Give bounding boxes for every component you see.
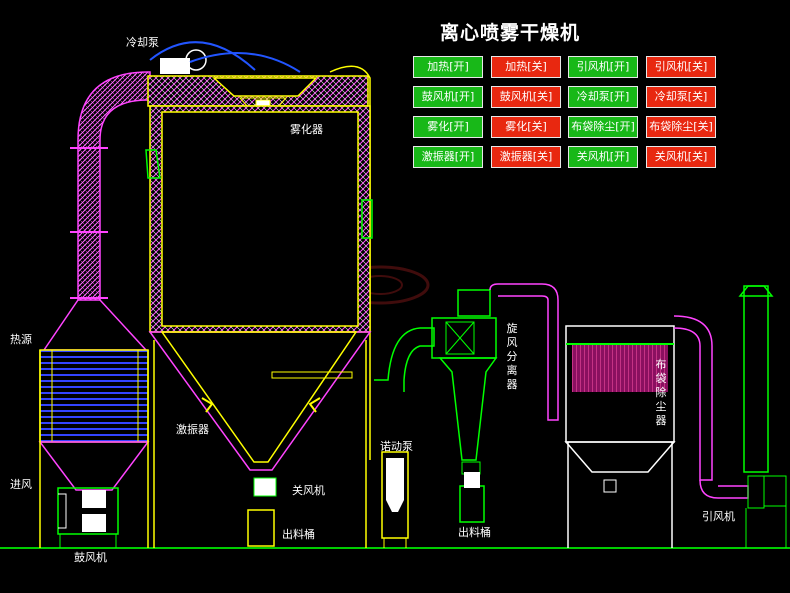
discharge-bucket-label: 出料桶 [282, 528, 315, 541]
blower-on-button[interactable]: 鼓风机[开] [413, 86, 483, 108]
bag-filter-on-button[interactable]: 布袋除尘[开] [568, 116, 638, 138]
blower-label: 鼓风机 [74, 551, 107, 564]
page-title: 离心喷雾干燥机 [439, 22, 580, 44]
cooling-pump-label: 冷却泵 [126, 36, 159, 49]
cooling-pump-icon [160, 58, 190, 74]
induced-fan-off-button[interactable]: 引风机[关] [646, 56, 716, 78]
heat-off-button[interactable]: 加热[关] [491, 56, 561, 78]
induced-fan-on-button[interactable]: 引风机[开] [568, 56, 638, 78]
cyclone-bucket-label: 出料桶 [458, 526, 491, 539]
cyclone-separator [431, 289, 498, 523]
vibrator-label: 激振器 [176, 423, 209, 436]
heater-unit [38, 349, 150, 548]
exhaust-pipe [374, 327, 435, 392]
hot-air-duct [42, 71, 151, 351]
blower-off-button[interactable]: 鼓风机[关] [491, 86, 561, 108]
air-inlet-label: 进风 [10, 478, 32, 491]
atomize-off-button[interactable]: 雾化[关] [491, 116, 561, 138]
cooling-pump-off-button[interactable]: 冷却泵[关] [646, 86, 716, 108]
rotary-valve-label: 关风机 [292, 484, 325, 497]
bag-filter-off-button[interactable]: 布袋除尘[关] [646, 116, 716, 138]
drying-chamber [145, 105, 373, 548]
heat-on-button[interactable]: 加热[开] [413, 56, 483, 78]
cyclone-label: 旋风分离器 [506, 322, 518, 391]
rotary-valve-on-button[interactable]: 关风机[开] [568, 146, 638, 168]
heat-source-label: 热源 [10, 333, 32, 346]
peristaltic-pump-label: 诺动泵 [380, 440, 413, 453]
bag-filter-label: 布袋除尘器 [655, 358, 667, 427]
rotary-valve [247, 477, 277, 547]
atomizer-label: 雾化器 [290, 123, 323, 136]
vibrator-on-button[interactable]: 激振器[开] [413, 146, 483, 168]
induced-draft-fan [699, 285, 787, 548]
vibrator-off-button[interactable]: 激振器[关] [491, 146, 561, 168]
rotary-valve-off-button[interactable]: 关风机[关] [646, 146, 716, 168]
cooling-pump-on-button[interactable]: 冷却泵[开] [568, 86, 638, 108]
cyclone-to-filter-duct [489, 283, 559, 421]
atomize-on-button[interactable]: 雾化[开] [413, 116, 483, 138]
blower-fan [57, 487, 119, 548]
induced-fan-label: 引风机 [702, 510, 735, 523]
bag-filter [564, 315, 713, 548]
feed-pump [381, 451, 409, 548]
